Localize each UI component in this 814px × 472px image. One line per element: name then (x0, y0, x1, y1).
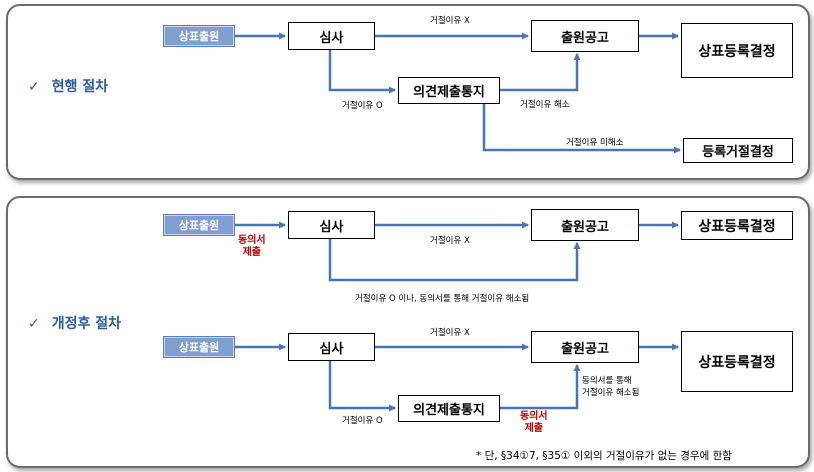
current-procedure-heading: ✓ 현행 절차 (28, 76, 108, 96)
label-consent-resolved: 거절이유 O 이나, 동의서를 통해 거절이유 해소됨 (355, 294, 530, 304)
label-no-reason: 거절이유 X (430, 16, 470, 26)
check-icon: ✓ (28, 316, 40, 332)
application-node: 상표출원 (164, 337, 234, 357)
opinion-notice-node: 의견제출통지 (398, 77, 500, 104)
examination-node: 심사 (288, 22, 375, 50)
registration-node: 상표등록결정 (681, 211, 793, 240)
consent-submit-label: 동의서 제출 (520, 411, 548, 435)
publication-node: 출원공고 (531, 209, 639, 241)
label-consent-resolved-line2: 거절이유 해소됨 (582, 388, 640, 398)
revised-procedure-panel (6, 196, 810, 468)
consent-submit-line1: 동의서 (238, 235, 266, 246)
opinion-notice-node: 의견제출통지 (398, 395, 500, 422)
registration-node: 상표등록결정 (681, 23, 793, 78)
label-consent-resolved-line1: 동의서를 통해 (582, 376, 632, 386)
registration-node: 상표등록결정 (681, 331, 793, 392)
consent-submit-line2: 제출 (242, 247, 261, 258)
label-no-reason: 거절이유 X (430, 236, 470, 246)
rejection-node: 등록거절결정 (683, 138, 793, 163)
consent-submit-line1: 동의서 (520, 411, 548, 422)
revised-procedure-heading: ✓ 개정후 절차 (28, 313, 121, 333)
consent-submit-line2: 제출 (524, 423, 543, 434)
label-has-reason: 거절이유 O (342, 416, 383, 426)
check-icon: ✓ (28, 79, 40, 95)
label-no-reason: 거절이유 X (430, 328, 470, 338)
consent-submit-label: 동의서 제출 (238, 235, 266, 259)
label-unresolved: 거절이유 미해소 (566, 138, 624, 148)
footnote: * 단, §34①7, §35① 이외의 거절이유가 없는 경우에 한함 (476, 450, 732, 462)
examination-node: 심사 (288, 333, 375, 361)
label-resolved: 거절이유 해소 (520, 100, 570, 110)
application-node: 상표출원 (164, 26, 234, 46)
revised-procedure-title: 개정후 절차 (51, 316, 122, 332)
label-has-reason: 거절이유 O (342, 101, 383, 111)
application-node: 상표출원 (164, 215, 234, 235)
publication-node: 출원공고 (531, 331, 639, 363)
publication-node: 출원공고 (531, 20, 639, 52)
current-procedure-title: 현행 절차 (51, 79, 109, 95)
examination-node: 심사 (288, 211, 375, 239)
